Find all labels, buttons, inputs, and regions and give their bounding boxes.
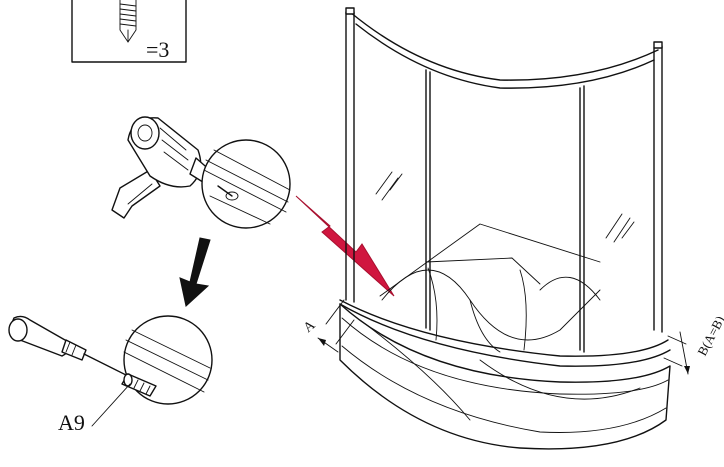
power-drill-icon (111, 116, 227, 219)
screw-quantity-label: =3 (146, 37, 169, 62)
detail-circle-drilling (201, 139, 291, 229)
screw-icon (119, 0, 137, 43)
down-arrow-icon (179, 237, 211, 307)
part-label-leader (91, 383, 131, 427)
screwdriver-icon (8, 315, 133, 379)
dimension-label-a: A (301, 317, 319, 336)
detail-circle-a9 (121, 315, 213, 405)
pointer-arrow-icon (295, 195, 395, 297)
part-label-a9: A9 (58, 410, 85, 435)
screw-quantity-box: =3 (71, 0, 187, 63)
shower-enclosure (339, 7, 671, 450)
dimension-marker-right: B(A=B) (663, 313, 724, 375)
dimension-label-b: B(A=B) (694, 313, 724, 358)
